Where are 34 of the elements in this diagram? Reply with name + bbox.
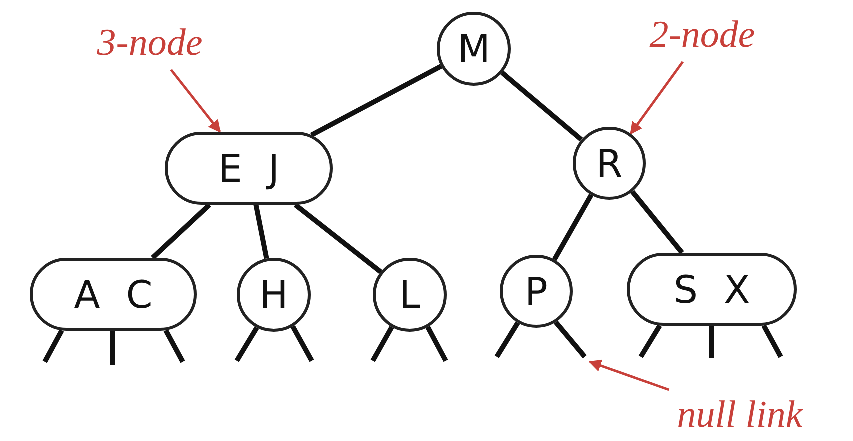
node-key: R [596, 142, 623, 186]
node-key: M [458, 27, 490, 71]
leader-arrow [170, 69, 222, 133]
annotation-label: 3-node [97, 21, 203, 65]
null-link [762, 324, 784, 358]
null-link [554, 320, 587, 359]
annotation-label: null link [677, 393, 803, 437]
null-link [290, 325, 314, 362]
null-link [494, 322, 520, 358]
null-link [426, 326, 448, 362]
tree-link [500, 70, 584, 142]
node-key: A C [74, 272, 153, 316]
node-key: P [525, 270, 548, 314]
null-link [370, 326, 394, 362]
annotation-label: 2-node [650, 13, 756, 57]
node-key: H [260, 273, 288, 317]
null-link [638, 324, 662, 358]
tree-link [310, 64, 442, 138]
node-key: E J [218, 146, 280, 190]
null-link [710, 326, 714, 358]
null-link [234, 326, 260, 362]
tree-link [151, 203, 212, 260]
tree-link [552, 194, 594, 262]
node-key: L [399, 273, 421, 317]
null-link [164, 329, 186, 364]
leader-arrow [630, 61, 684, 135]
null-link [42, 330, 64, 364]
tree-link [630, 190, 684, 255]
null-link [110, 331, 116, 365]
node-key: S X [674, 268, 750, 312]
tree-node [573, 127, 646, 200]
tree-link [294, 203, 382, 274]
tree-link [254, 204, 270, 260]
leader-arrow [588, 360, 670, 392]
